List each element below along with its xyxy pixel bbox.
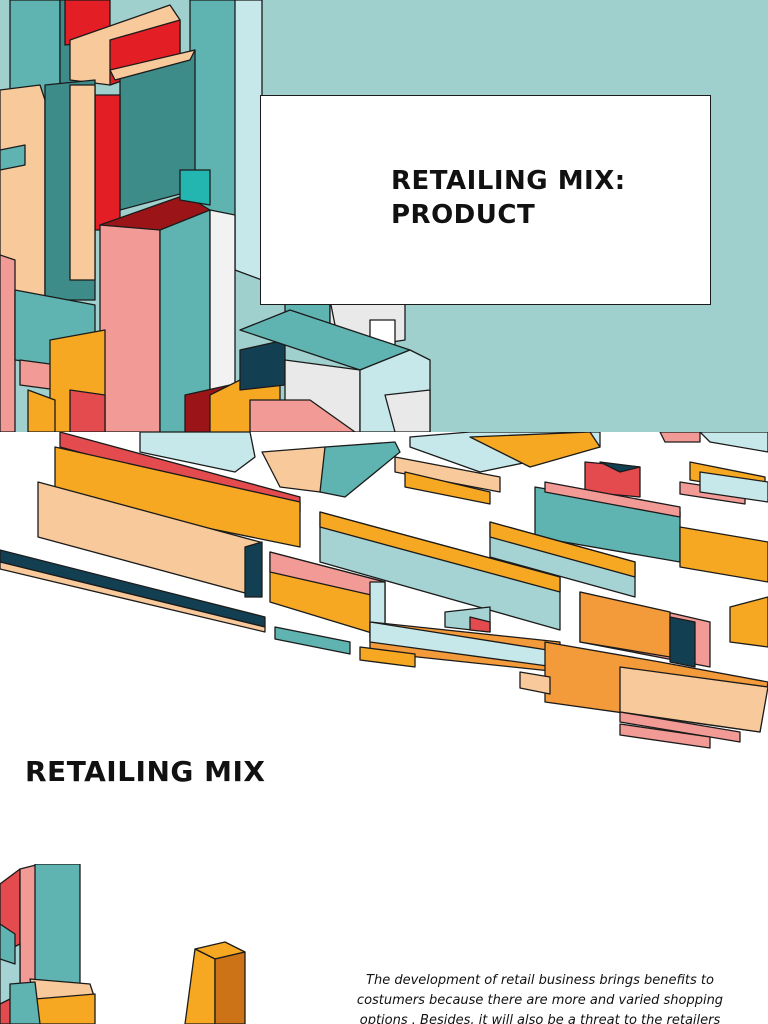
body-paragraph: The development of retail business bring… xyxy=(350,971,730,1024)
city-map-illustration xyxy=(0,432,768,749)
title-line-2: PRODUCT xyxy=(391,200,536,230)
body-line-2: costumers because there are more and var… xyxy=(356,993,724,1008)
slide-title-text: RETAILING MIX: PRODUCT xyxy=(391,164,626,232)
section-heading: RETAILING MIX xyxy=(25,755,266,788)
towers-illustration xyxy=(0,864,246,1024)
title-box: RETAILING MIX: PRODUCT xyxy=(260,95,711,305)
body-line-1: The development of retail business bring… xyxy=(366,973,714,988)
slide-illustration: RETAILING MIX xyxy=(0,432,768,864)
title-line-1: RETAILING MIX: xyxy=(391,166,626,196)
slide-content: The development of retail business bring… xyxy=(0,864,768,1024)
body-line-3: options . Besides, it will also be a thr… xyxy=(359,1013,721,1024)
slide-title: RETAILING MIX: PRODUCT xyxy=(0,0,768,432)
